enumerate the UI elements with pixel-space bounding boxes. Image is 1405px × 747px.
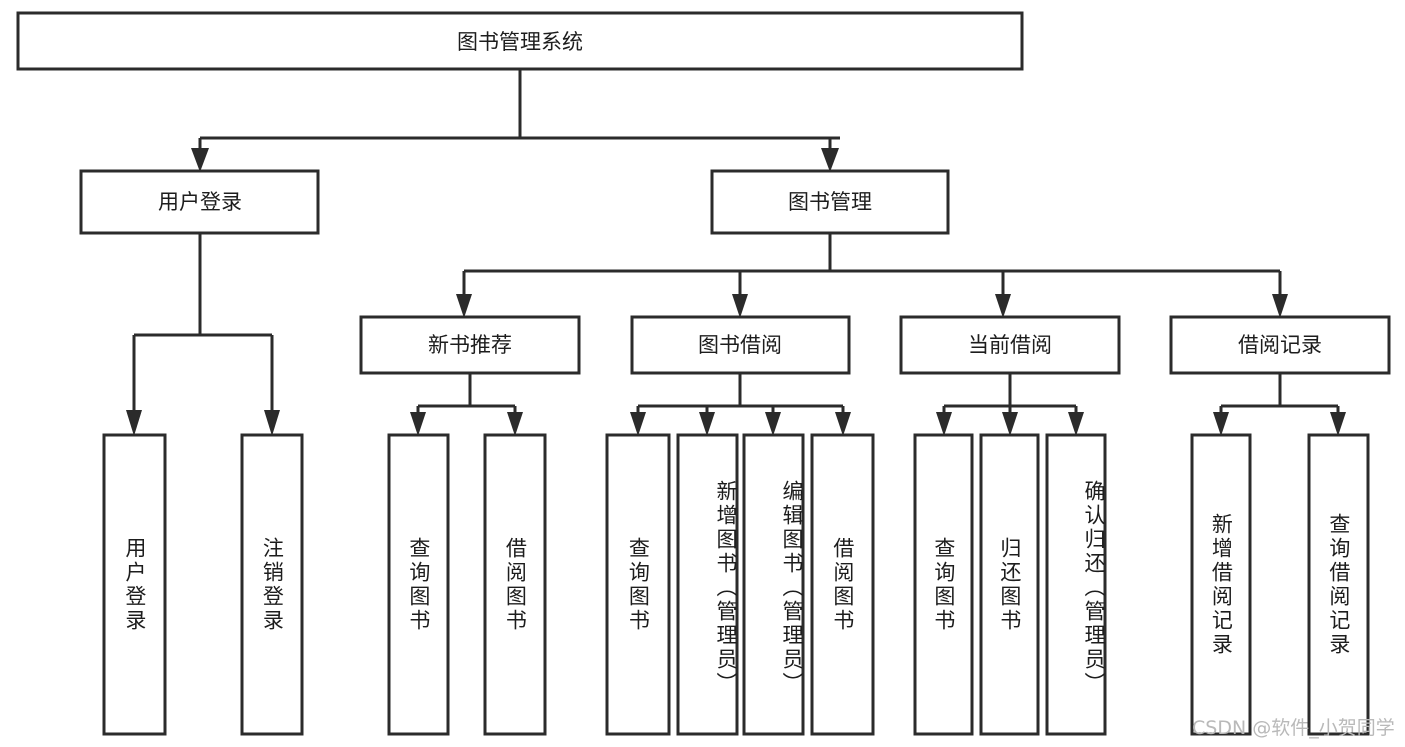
arrow-head-book-borrow [732,294,748,318]
arrow-head-user-login [191,148,209,172]
node-root[interactable]: 图书管理系统 [16,11,1024,71]
arrow-head-leaf-borrow-book-2 [835,412,851,436]
arrow-head-leaf-query-record [1330,412,1346,436]
node-borrow-record[interactable]: 借阅记录 [1169,315,1391,375]
node-book-manage-label: 图书管理 [788,190,872,214]
arrow-head-leaf-confirm-return [1068,412,1084,436]
arrow-head-leaf-add-book [699,412,715,436]
arrow-head-leaf-query-book-3 [936,412,952,436]
arrow-head-leaf-add-record [1213,412,1229,436]
arrow-head-leaf-user-login [126,410,142,436]
node-leaf-return-book-box[interactable] [979,433,1040,736]
arrow-head-current-borrow [995,294,1011,318]
node-leaf-edit-book-box[interactable] [742,433,805,736]
node-leaf-add-record-box[interactable] [1190,433,1252,736]
node-leaf-query-book-1-box[interactable] [387,433,450,736]
node-book-borrow-box[interactable] [630,315,851,375]
connector-new-book-to-leaves [410,373,523,436]
connector-book-manage-to-level3 [456,233,1288,318]
node-current-borrow[interactable]: 当前借阅 [899,315,1121,375]
node-root-label: 图书管理系统 [457,30,583,54]
node-new-book-recommend-box[interactable] [359,315,581,375]
node-leaf-borrow-book-2-box[interactable] [810,433,875,736]
node-book-manage[interactable]: 图书管理 [710,169,950,235]
node-new-book-recommend[interactable]: 新书推荐 [359,315,581,375]
node-leaf-query-book-3-box[interactable] [913,433,974,736]
arrow-head-leaf-query-book-2 [630,412,646,436]
node-leaf-add-book-box[interactable] [676,433,739,736]
arrow-head-leaf-borrow-book-1 [507,412,523,436]
arrow-head-new-book-recommend [456,294,472,318]
arrow-head-borrow-record [1272,294,1288,318]
arrow-head-leaf-user-logout [264,410,280,436]
leaf-boxes-group [102,433,1370,736]
arrow-head-book-manage [821,148,839,172]
node-current-borrow-label: 当前借阅 [968,333,1052,357]
csdn-watermark: CSDN @软件_小贺同学 [1192,717,1395,739]
node-user-login-label: 用户登录 [158,190,242,214]
arrow-head-leaf-edit-book [765,412,781,436]
node-leaf-confirm-return-box[interactable] [1045,433,1107,736]
node-book-manage-box[interactable] [710,169,950,235]
connector-current-borrow-to-leaves [936,373,1084,436]
arrow-head-leaf-return-book [1002,412,1018,436]
connector-user-login-to-leaves [126,233,280,436]
node-leaf-user-login-box[interactable] [102,433,167,736]
arrow-head-leaf-query-book-1 [410,412,426,436]
node-leaf-user-logout-box[interactable] [240,433,304,736]
node-root-box[interactable] [16,11,1024,71]
node-user-login[interactable]: 用户登录 [79,169,320,235]
node-borrow-record-label: 借阅记录 [1238,333,1322,357]
connector-root-to-level2 [191,69,840,172]
connector-book-borrow-to-leaves [630,373,851,436]
node-leaf-query-book-2-box[interactable] [605,433,671,736]
connector-borrow-record-to-leaves [1213,373,1346,436]
node-user-login-box[interactable] [79,169,320,235]
node-new-book-recommend-label: 新书推荐 [428,333,512,357]
node-book-borrow[interactable]: 图书借阅 [630,315,851,375]
node-leaf-borrow-book-1-box[interactable] [483,433,547,736]
node-current-borrow-box[interactable] [899,315,1121,375]
node-borrow-record-box[interactable] [1169,315,1391,375]
node-leaf-query-record-box[interactable] [1307,433,1370,736]
node-book-borrow-label: 图书借阅 [698,333,782,357]
